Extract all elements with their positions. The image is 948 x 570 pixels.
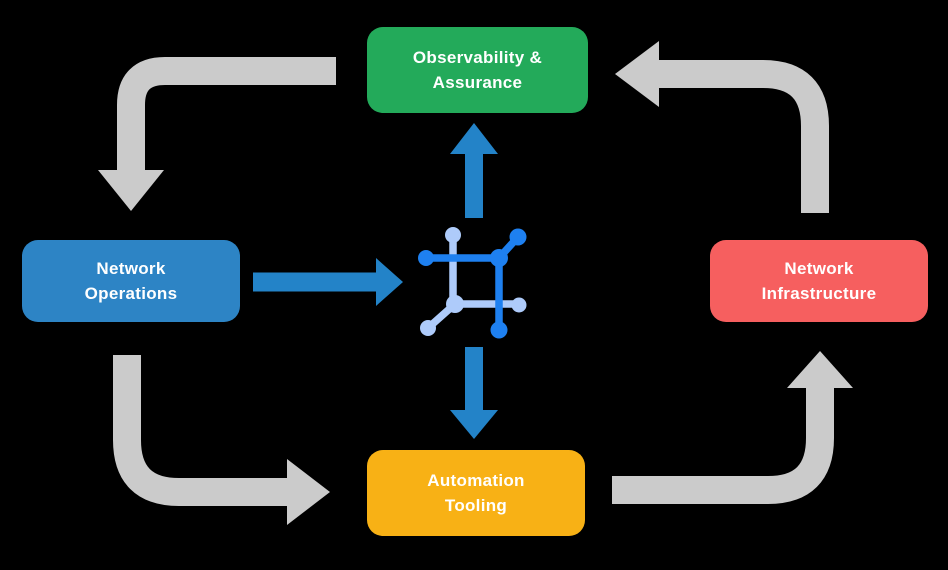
arrowhead-down-icon <box>450 410 498 439</box>
arrowhead-down-icon <box>98 170 164 211</box>
arrowhead-up-icon <box>450 123 498 154</box>
node-automation-tooling: Automation Tooling <box>367 450 585 536</box>
node-network-operations: Network Operations <box>22 240 240 322</box>
node-label-line: Infrastructure <box>761 284 877 303</box>
network-mesh-icon <box>418 227 527 339</box>
arrow-operations-to-automation <box>113 355 330 525</box>
arrow-observability-to-operations <box>98 57 336 211</box>
node-label-line: Automation <box>427 471 525 490</box>
arrow-center-to-observability <box>450 123 498 218</box>
node-network-infrastructure: Network Infrastructure <box>710 240 928 322</box>
arrowhead-right-icon <box>376 258 403 306</box>
node-observability-assurance: Observability & Assurance <box>367 27 588 113</box>
node-label-line: Network <box>784 259 854 278</box>
node-label-line: Network <box>96 259 166 278</box>
mesh-dark-lines <box>418 228 527 339</box>
node-label-line: Assurance <box>432 73 523 92</box>
arrowhead-up-icon <box>787 351 853 388</box>
node-label-line: Operations <box>84 284 178 303</box>
arrow-infrastructure-to-observability <box>615 41 829 213</box>
arrow-operations-to-center <box>253 258 403 306</box>
arrowhead-right-icon <box>287 459 330 525</box>
arrowhead-left-icon <box>615 41 659 107</box>
node-label-line: Observability & <box>412 48 543 67</box>
node-label-line: Tooling <box>444 496 508 515</box>
mesh-light-lines <box>420 227 527 336</box>
arrow-center-to-automation <box>450 347 498 439</box>
arrow-automation-to-infrastructure <box>612 351 853 504</box>
